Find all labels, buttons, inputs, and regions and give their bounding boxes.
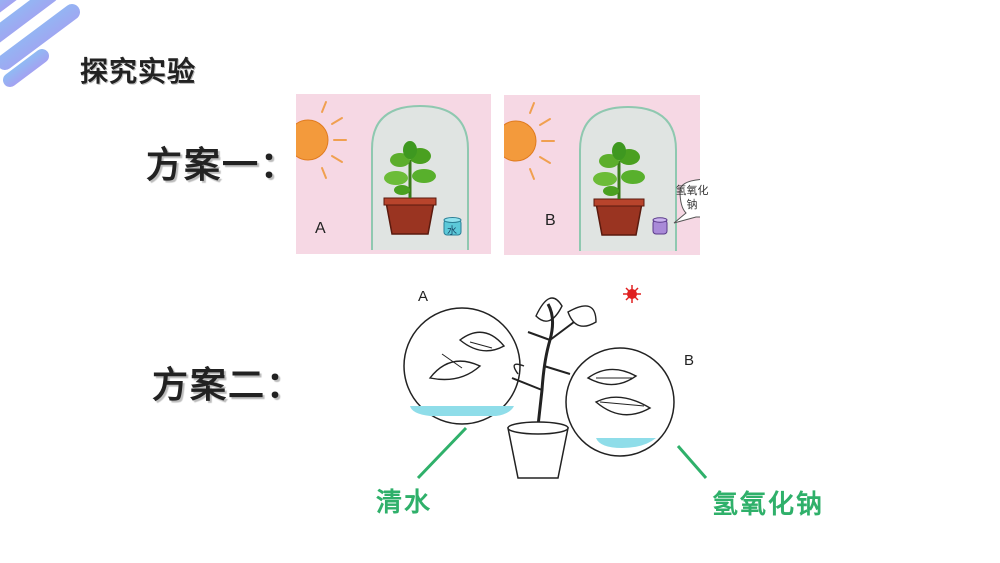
bubble-text: 氢氧化 钠 [672,184,712,212]
plan-one-label: 方案一： [146,145,299,186]
callout-line-water [416,426,468,480]
water-container-label: 水 [447,226,457,237]
bag-a [403,307,521,425]
plan-one-panel-b: B 氢氧化 钠 [504,95,709,255]
panel-a-letter: A [315,220,326,237]
speech-bubble [673,179,700,224]
plan-one-panel-a: A 水 [296,94,491,254]
plan-one-panel-b-illustration [504,102,700,251]
plant-sketch [507,297,597,479]
potted-plant [593,142,645,236]
plan-one-panel-a-illustration [296,101,469,250]
red-spark-icon [623,285,641,303]
plan-two-illustration: A B [400,282,700,482]
plan-two-label: 方案二： [152,365,305,406]
callout-naoh-label: 氢氧化钠 [712,490,825,520]
sun-icon [296,101,347,179]
bubble-text-line1: 氢氧化 [675,184,709,197]
decorative-stripes [0,0,80,87]
bag-b-letter: B [684,352,695,369]
bag-b [565,347,675,457]
callout-water-label: 清水 [376,488,433,518]
panel-b-letter: B [545,212,556,229]
water-container [443,217,462,236]
bubble-text-line2: 钠 [686,198,698,211]
bag-a-letter: A [418,288,429,305]
callout-line-naoh [676,445,708,479]
potted-plant [383,141,437,235]
sun-icon [504,102,555,180]
plan-two-sketch [403,285,675,479]
page-title: 探究实验 [80,55,197,88]
naoh-container [652,217,668,235]
